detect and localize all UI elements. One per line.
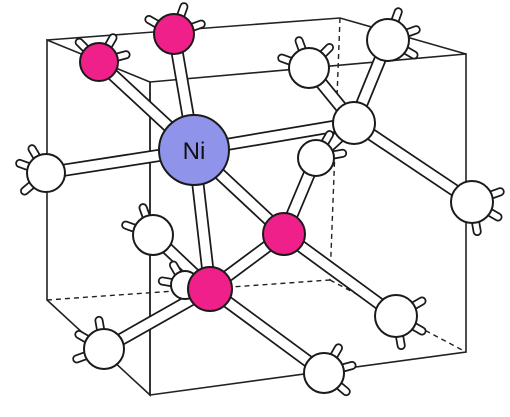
atom-white-top-right xyxy=(366,18,410,62)
atom-pink-top-left xyxy=(79,42,119,82)
atom-white-bottom-left xyxy=(83,328,125,370)
bond-pink-middle-white-lower-right xyxy=(277,227,403,323)
atom-white-lower-right xyxy=(374,294,418,338)
atom-white-lower-left xyxy=(132,214,174,256)
bond-pink-lower-white-bottom xyxy=(203,282,331,380)
atom-white-left xyxy=(26,153,66,193)
atom-pink-top xyxy=(153,13,195,55)
atom-pink-middle xyxy=(262,212,306,256)
cell-edge-hidden-bottom-left xyxy=(46,279,331,301)
atom-carbon-right xyxy=(332,101,376,145)
atoms-layer xyxy=(26,13,494,394)
atom-white-middle xyxy=(297,139,335,177)
cell-edge-hidden-vertical xyxy=(329,17,341,281)
atom-pink-lower xyxy=(187,266,233,312)
atom-white-bottom xyxy=(303,352,345,394)
nickel-label: Ni xyxy=(183,138,206,165)
bond-carbon-white-right xyxy=(347,116,479,209)
atom-nickel xyxy=(158,114,230,186)
atom-white-right xyxy=(450,180,494,224)
atom-white-top-left xyxy=(288,47,330,89)
